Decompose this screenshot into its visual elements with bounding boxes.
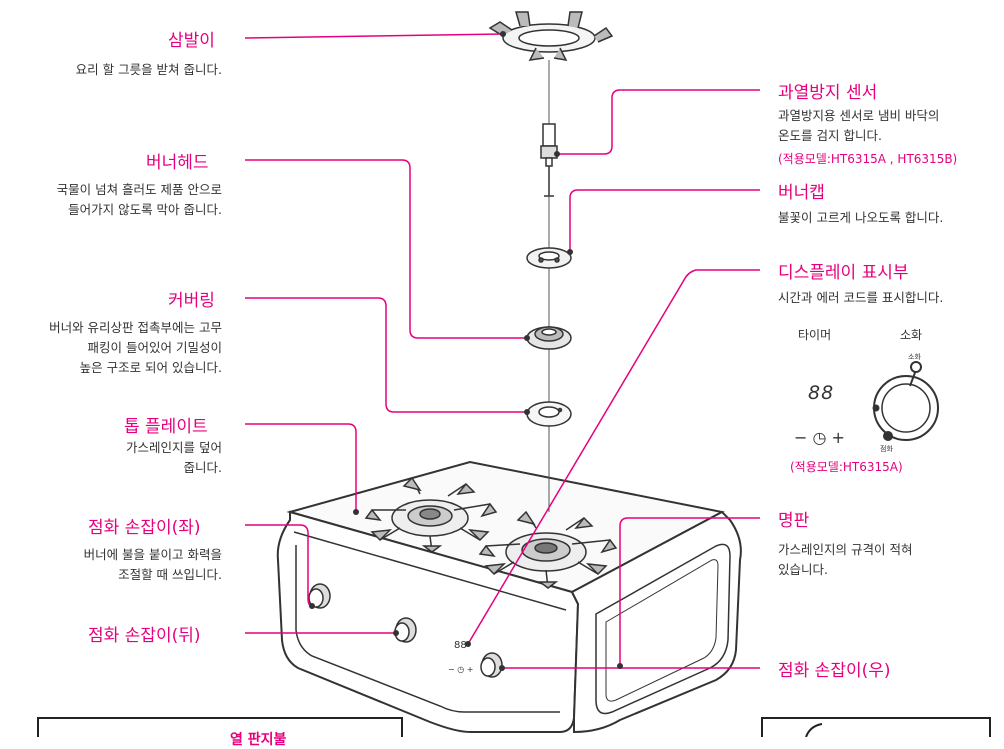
bottom-box-title: 열 판지불: [230, 732, 287, 748]
label-nameplate: 명판: [778, 511, 810, 531]
dial-top-label: 소화: [908, 353, 921, 361]
display-extinguish-label: 소화: [900, 328, 923, 342]
front-display-controls: − ◷ +: [448, 665, 473, 674]
burner-head-part: [526, 326, 572, 350]
desc-nameplate: 가스레인지의 규격이 적혀 있습니다.: [778, 542, 913, 577]
note-display-models: (적용모델:HT6315A): [790, 460, 903, 474]
label-knob-left: 점화 손잡이(좌): [88, 518, 201, 538]
display-controls: − ◷ +: [794, 428, 845, 447]
knob-right-illustration: [480, 652, 503, 678]
knob-left-illustration: [308, 583, 331, 609]
bottom-box-left: [37, 717, 403, 737]
right-burner: [478, 510, 618, 589]
dial-bottom-label: 점화: [880, 445, 893, 453]
leader-dots: [309, 31, 623, 671]
label-knob-back: 점화 손잡이(뒤): [88, 626, 201, 646]
note-sensor-models: (적용모델:HT6315A , HT6315B): [778, 152, 958, 166]
label-sensor: 과열방지 센서: [778, 83, 878, 103]
desc-trivet: 요리 할 그릇을 받쳐 줍니다.: [75, 62, 222, 77]
desc-top-plate: 가스레인지를 덮어 줍니다.: [126, 440, 222, 475]
burner-cap-part: [526, 247, 572, 269]
display-dial: [872, 361, 939, 441]
desc-display: 시간과 에러 코드를 표시합니다.: [778, 290, 944, 305]
desc-burner-head: 국물이 넘쳐 흘러도 제품 안으로 들어가지 않도록 막아 줍니다.: [56, 182, 222, 217]
label-cover-ring: 커버링: [168, 291, 215, 311]
sensor-part: [540, 123, 558, 197]
label-burner-head: 버너헤드: [146, 153, 209, 173]
desc-cover-ring: 버너와 유리상판 접촉부에는 고무 패킹이 들어있어 기밀성이 높은 구조로 되…: [49, 320, 222, 375]
cooktop-illustration: [276, 460, 742, 734]
label-burner-cap: 버너캡: [778, 183, 825, 203]
label-knob-right: 점화 손잡이(우): [778, 661, 891, 681]
cover-ring-part: [526, 401, 572, 427]
desc-burner-cap: 불꽃이 고르게 나오도록 합니다.: [778, 210, 944, 225]
bottom-box-right: [761, 717, 991, 737]
leader-lines: [244, 33, 760, 669]
label-trivet: 삼발이: [168, 31, 215, 51]
label-top-plate: 톱 플레이트: [124, 417, 208, 437]
desc-knob-left: 버너에 불을 붙이고 화력을 조절할 때 쓰입니다.: [83, 547, 222, 582]
display-timer-label: 타이머: [798, 328, 832, 342]
left-burner: [364, 476, 498, 553]
trivet-part: [488, 11, 614, 61]
desc-sensor: 과열방지용 센서로 냄비 바닥의 온도를 검지 합니다.: [778, 108, 940, 143]
label-display: 디스플레이 표시부: [778, 263, 909, 283]
knob-back-illustration: [394, 617, 417, 643]
front-display-digits: 88: [454, 640, 467, 651]
display-digits: 88: [808, 382, 835, 404]
